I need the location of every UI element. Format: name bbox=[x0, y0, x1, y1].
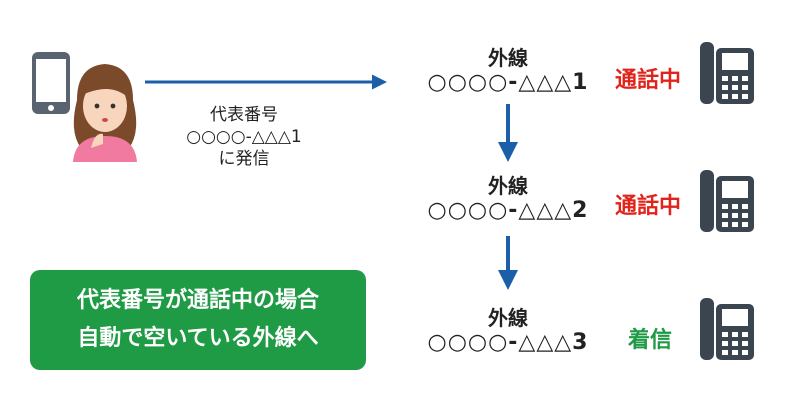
line-3: 外線 ○○○○-△△△3 bbox=[392, 306, 624, 356]
caller-label-line1: 代表番号 bbox=[210, 105, 278, 125]
line-2-title: 外線 bbox=[488, 174, 528, 198]
line-3-title: 外線 bbox=[488, 306, 528, 330]
line-2: 外線 ○○○○-△△△2 bbox=[392, 174, 624, 224]
line-1-title: 外線 bbox=[488, 46, 528, 70]
line-3-status: 着信 bbox=[628, 328, 673, 353]
office-phone-icon bbox=[700, 42, 754, 104]
line-2-status: 通話中 bbox=[615, 194, 682, 219]
line-3-number: ○○○○-△△△3 bbox=[427, 330, 589, 355]
callout-line1: 代表番号が通話中の場合 bbox=[76, 288, 319, 313]
line-2-number: ○○○○-△△△2 bbox=[427, 198, 589, 223]
caller-label-line2: ○○○○-△△△1 bbox=[186, 127, 302, 147]
line-1-number: ○○○○-△△△1 bbox=[427, 70, 589, 95]
callout-box: 代表番号が通話中の場合 自動で空いている外線へ bbox=[30, 270, 366, 370]
office-phone-icon bbox=[700, 170, 754, 232]
caller-dial-label: 代表番号 ○○○○-△△△1 に発信 bbox=[150, 104, 338, 170]
caller-label-line3: に発信 bbox=[218, 149, 270, 169]
callout-line2: 自動で空いている外線へ bbox=[77, 326, 319, 351]
caller-person-icon bbox=[73, 64, 137, 162]
line-1: 外線 ○○○○-△△△1 bbox=[392, 46, 624, 96]
line-1-status: 通話中 bbox=[615, 68, 682, 93]
smartphone-icon bbox=[32, 52, 70, 114]
office-phone-icon bbox=[700, 298, 754, 360]
